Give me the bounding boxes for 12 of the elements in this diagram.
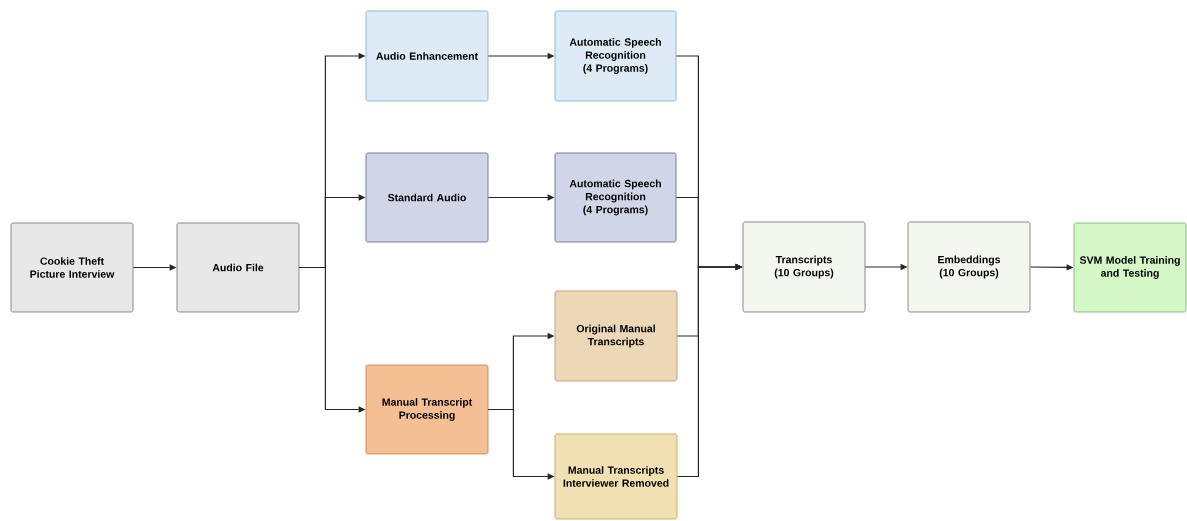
process-box: Audio Enhancement — [365, 10, 489, 102]
process-box: Transcripts (10 Groups) — [742, 221, 866, 313]
process-box: Manual Transcripts Interviewer Removed — [554, 433, 678, 520]
process-box: SVM Model Training and Testing — [1073, 222, 1187, 313]
process-box: Automatic Speech Recognition (4 Programs) — [554, 10, 677, 102]
process-box: Cookie Theft Picture Interview — [10, 222, 134, 313]
process-box: Automatic Speech Recognition (4 Programs) — [554, 152, 677, 243]
process-box: Audio File — [176, 222, 300, 313]
process-box: Embeddings (10 Groups) — [907, 221, 1031, 313]
process-box: Standard Audio — [365, 152, 489, 243]
process-box: Manual Transcript Processing — [365, 364, 489, 455]
process-box: Original Manual Transcripts — [554, 290, 678, 382]
